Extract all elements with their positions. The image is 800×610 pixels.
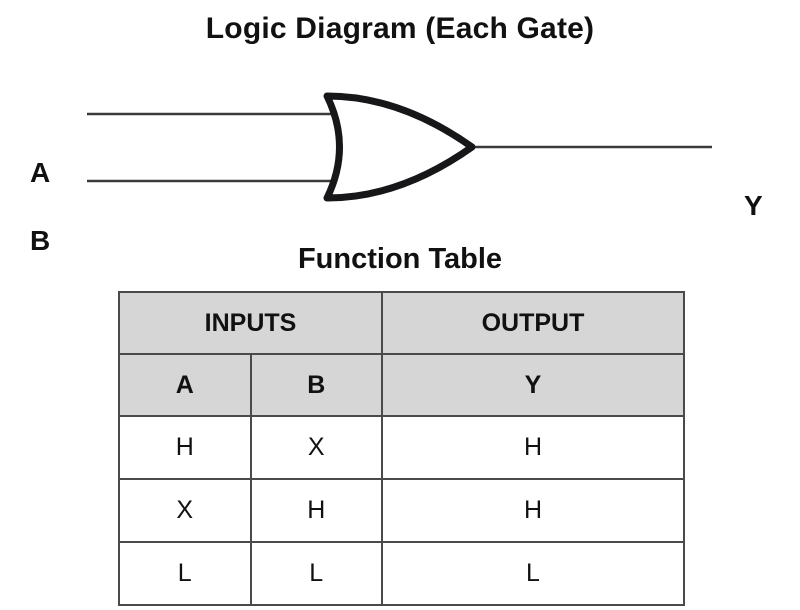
cell-a: X xyxy=(118,478,252,543)
column-header-y: Y xyxy=(381,353,685,417)
column-header-b: B xyxy=(249,353,383,417)
table-row: X H H xyxy=(118,478,685,543)
cell-b: L xyxy=(249,541,383,606)
column-header-a: A xyxy=(118,353,252,417)
cell-a: L xyxy=(118,541,252,606)
logic-diagram: A B Y xyxy=(0,60,800,255)
group-header-inputs: INPUTS xyxy=(118,291,383,355)
output-label-y: Y xyxy=(744,190,763,221)
group-header-output: OUTPUT xyxy=(381,291,685,355)
cell-y: H xyxy=(381,415,685,480)
cell-y: H xyxy=(381,478,685,543)
or-gate-schematic xyxy=(87,92,712,202)
input-label-b: B xyxy=(30,225,51,256)
input-label-a: A xyxy=(30,157,51,188)
table-row: H X H xyxy=(118,415,685,480)
table-row: L L L xyxy=(118,541,685,606)
function-table-title: Function Table xyxy=(297,243,503,275)
table-group-header-row: INPUTS OUTPUT xyxy=(118,291,685,355)
or-gate-body xyxy=(323,92,476,202)
cell-b: H xyxy=(249,478,383,543)
cell-b: X xyxy=(249,415,383,480)
cell-a: H xyxy=(118,415,252,480)
logic-diagram-title: Logic Diagram (Each Gate) xyxy=(205,12,595,45)
cell-y: L xyxy=(381,541,685,606)
table-column-header-row: A B Y xyxy=(118,353,685,417)
function-table: INPUTS OUTPUT A B Y H X H X H H L L L xyxy=(118,291,685,606)
